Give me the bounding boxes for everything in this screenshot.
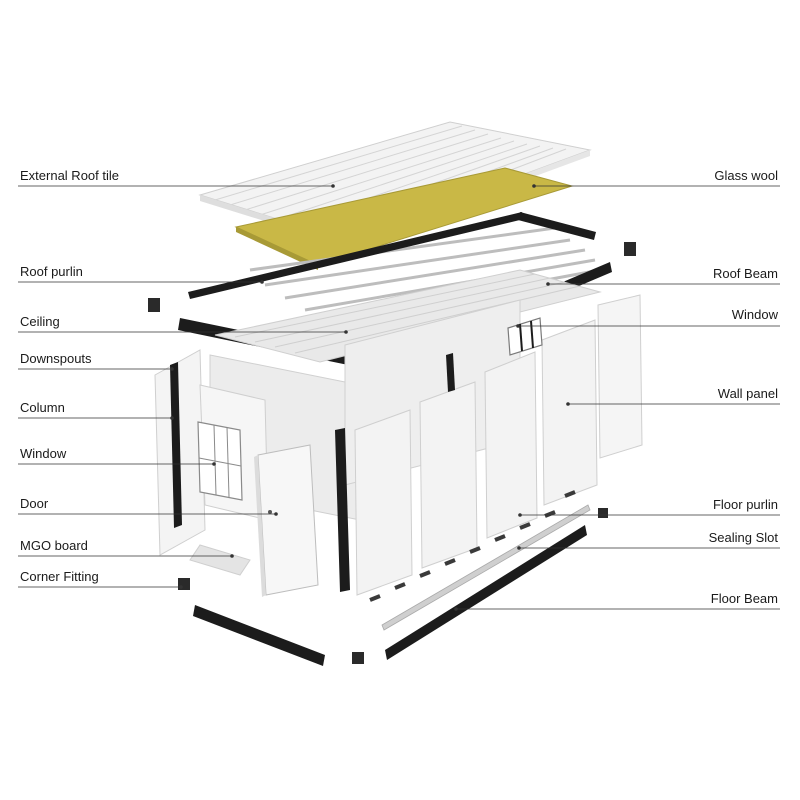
- label-floor-purlin: Floor purlin: [713, 497, 778, 512]
- window-left-part: [197, 421, 243, 501]
- labels-right: Glass wool Roof Beam Window Wall panel F…: [709, 168, 779, 606]
- label-door: Door: [20, 496, 49, 511]
- left-end-wall: [154, 349, 350, 597]
- label-window-left: Window: [20, 446, 67, 461]
- label-column: Column: [20, 400, 65, 415]
- label-sealing-slot: Sealing Slot: [709, 530, 779, 545]
- label-floor-beam: Floor Beam: [711, 591, 778, 606]
- label-roof-purlin: Roof purlin: [20, 264, 83, 279]
- label-external-roof-tile: External Roof tile: [20, 168, 119, 183]
- ceiling-part: [214, 269, 602, 363]
- label-corner-fitting: Corner Fitting: [20, 569, 99, 584]
- label-roof-beam: Roof Beam: [713, 266, 778, 281]
- label-wall-panel: Wall panel: [718, 386, 778, 401]
- door-part: [254, 444, 319, 597]
- leader-lines-right: [454, 184, 780, 611]
- front-wall-panels: [354, 294, 643, 596]
- label-glass-wool: Glass wool: [714, 168, 778, 183]
- floor-frame-part: [178, 490, 608, 666]
- label-downspouts: Downspouts: [20, 351, 92, 366]
- label-window-right: Window: [732, 307, 779, 322]
- labels-left: External Roof tile Roof purlin Ceiling D…: [20, 168, 119, 584]
- window-right-part: [507, 317, 543, 356]
- leader-lines-left: [18, 184, 348, 589]
- label-ceiling: Ceiling: [20, 314, 60, 329]
- label-mgo-board: MGO board: [20, 538, 88, 553]
